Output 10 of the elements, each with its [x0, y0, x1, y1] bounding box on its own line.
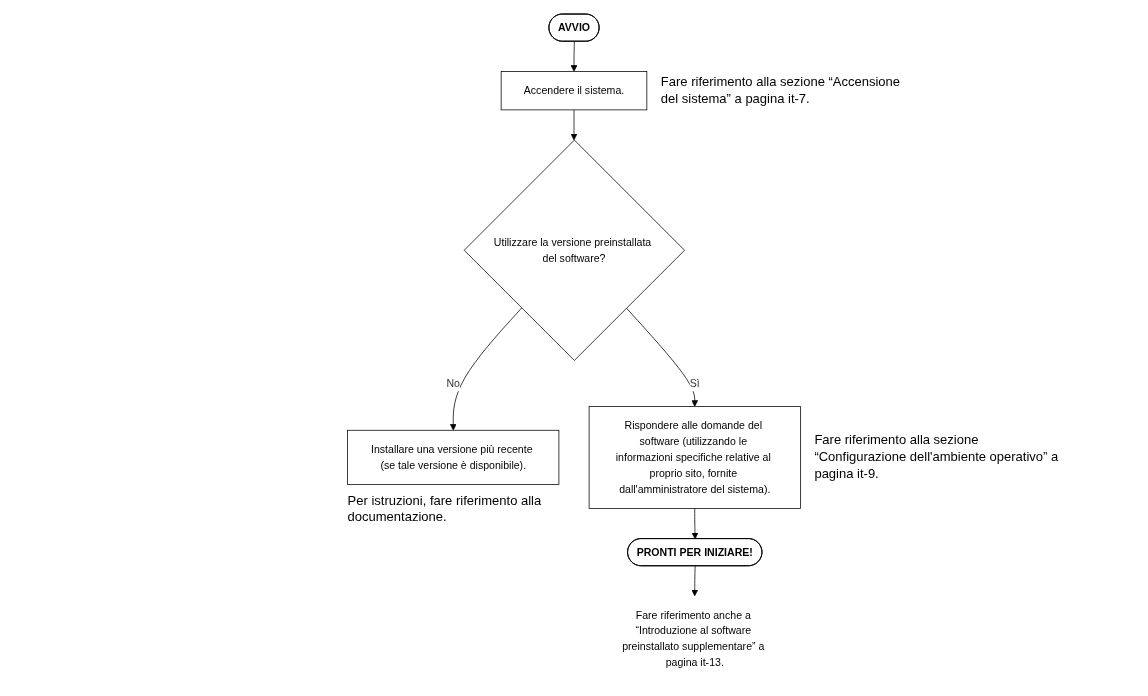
edge-label: Sì — [689, 377, 700, 390]
node-text: Fare riferimento anche a “Introduzione al software preinstallato supplementare” a pagina it-13. — [622, 608, 765, 669]
reference-note: Fare riferimento alla sezione “Accensione del sistema” a pagina it-7. — [660, 73, 901, 108]
reference-note: Per istruzioni, fare riferimento alla documentazione. — [347, 492, 543, 527]
node-box: Installare una versione più recente (se tale versione è disponibile). — [347, 429, 560, 485]
node-box: Accendere il sistema. — [500, 71, 648, 111]
edge-label: No — [446, 377, 460, 390]
node-diamond: Utilizzare la versione preinstallata del software? — [463, 139, 685, 361]
reference-note: Fare riferimento alla sezione “Configurazione dell'ambiente operativo” a pagina it-9. — [814, 432, 1060, 483]
node-box: Rispondere alle domande del software (utilizzando le informazioni specifiche relative al proprio sito, fornite dall'amministratore del sistema). — [588, 406, 801, 509]
